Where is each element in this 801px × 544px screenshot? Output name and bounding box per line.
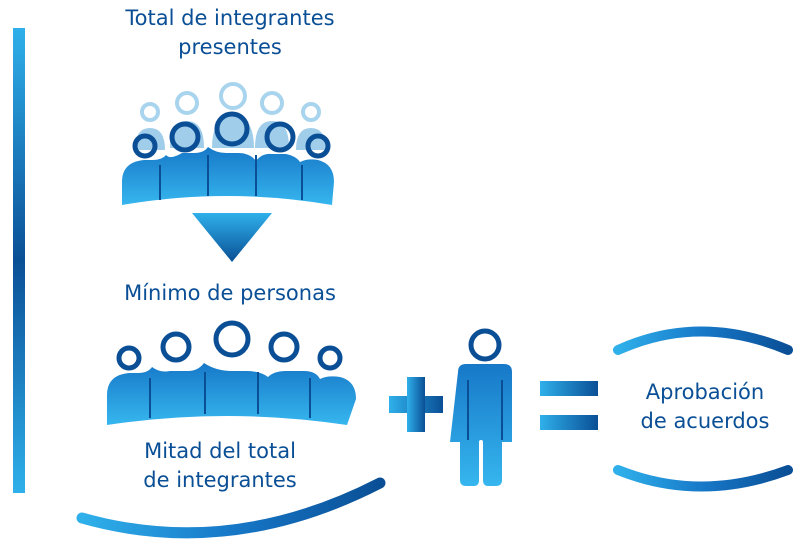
bottom-arc — [76, 477, 386, 539]
crowd-icon — [107, 320, 356, 425]
result-bracket — [613, 326, 793, 492]
minimum-people-label: Mínimo de personas — [124, 281, 336, 305]
half-total-label: Mitad del total de integrantes — [143, 439, 297, 492]
person-icon — [450, 328, 512, 486]
equals-icon — [540, 381, 598, 430]
result-label: Aprobación de acuerdos — [640, 380, 770, 433]
plus-icon — [389, 377, 443, 432]
total-present-label: Total de integrantes presentes — [125, 6, 335, 59]
vertical-bar — [13, 28, 25, 493]
arrow-down-icon — [192, 213, 272, 262]
crowd-icon — [122, 82, 334, 205]
